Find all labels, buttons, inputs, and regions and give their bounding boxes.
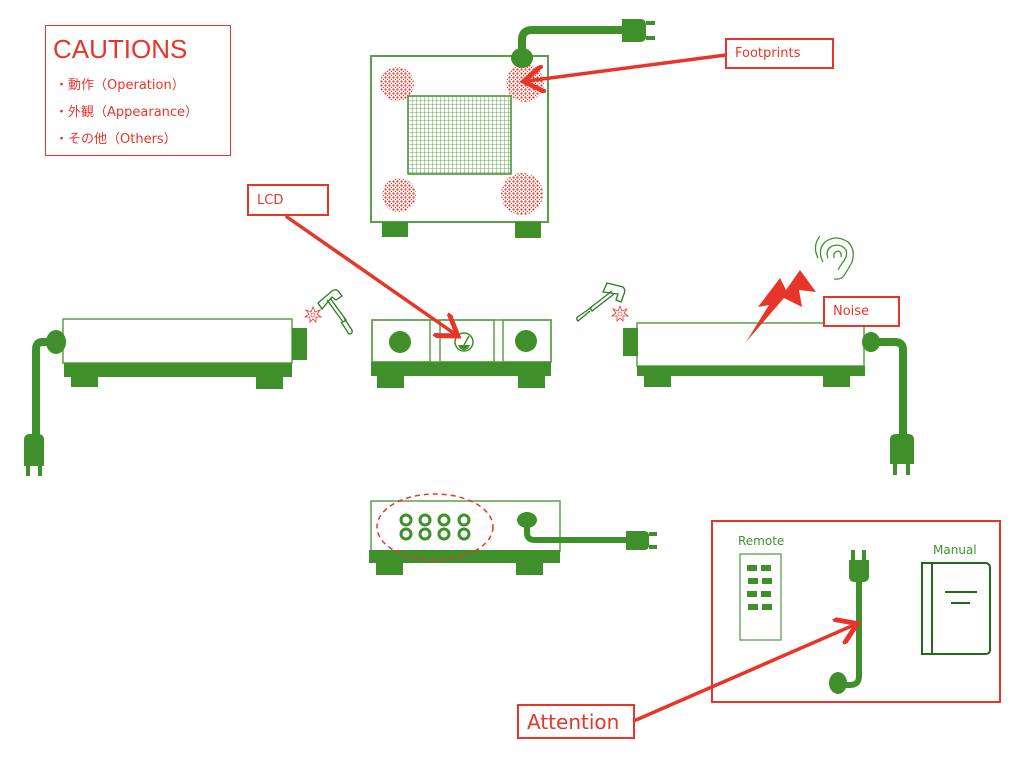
manual-book-icon <box>921 562 991 655</box>
device-left-side-view <box>24 289 353 476</box>
caution-item-operation: ・動作（Operation） <box>55 78 185 93</box>
vent-grille <box>407 95 512 175</box>
hammer-icon <box>576 282 626 322</box>
device-bottom-view <box>370 19 655 238</box>
connector <box>292 328 307 360</box>
footprint-bottom-right <box>501 173 543 215</box>
manual-label: Manual <box>933 543 977 557</box>
power-plug-icon <box>24 330 66 476</box>
hammer-icon <box>317 289 353 335</box>
device-right-side-view <box>576 235 914 475</box>
callout-arrows <box>285 53 854 722</box>
footprint-bottom-left <box>382 178 416 212</box>
attention-arrow <box>634 625 854 722</box>
noise-callout: Noise <box>823 296 900 327</box>
footprints-arrow <box>527 53 728 81</box>
cautions-box: CAUTIONS ・動作（Operation） ・外観（Appearance） … <box>45 25 231 156</box>
front-knob-left <box>389 331 411 353</box>
ear-icon <box>814 235 854 280</box>
caution-item-appearance: ・外観（Appearance） <box>55 105 199 120</box>
attention-callout: Attention <box>517 704 635 739</box>
remote-control-icon <box>739 553 782 641</box>
device-rear-view <box>369 493 657 575</box>
impact-star-icon <box>610 304 630 322</box>
footprint-top-left <box>380 67 414 101</box>
power-cord-icon <box>829 550 869 694</box>
terminal-highlight <box>376 493 494 561</box>
lightning-bolt-icon <box>746 270 816 342</box>
accessories-panel <box>711 520 1001 703</box>
lcd-callout: LCD <box>247 184 329 216</box>
power-plug-icon <box>511 19 655 68</box>
device-front-view <box>371 319 552 388</box>
cautions-title: CAUTIONS <box>53 34 188 64</box>
connector <box>623 328 638 356</box>
gauge-icon <box>454 332 474 352</box>
impact-star-icon <box>303 305 323 323</box>
front-knob-right <box>515 330 537 352</box>
output-terminals <box>399 513 471 541</box>
power-plug-icon <box>517 512 657 550</box>
foot <box>515 222 541 238</box>
lcd-arrow <box>285 215 455 334</box>
foot <box>382 222 408 237</box>
footprints-callout: Footprints <box>725 38 834 69</box>
power-plug-icon <box>862 332 914 475</box>
footprint-top-right <box>506 64 544 102</box>
caution-item-others: ・その他（Others） <box>55 132 177 147</box>
remote-label: Remote <box>738 534 785 548</box>
